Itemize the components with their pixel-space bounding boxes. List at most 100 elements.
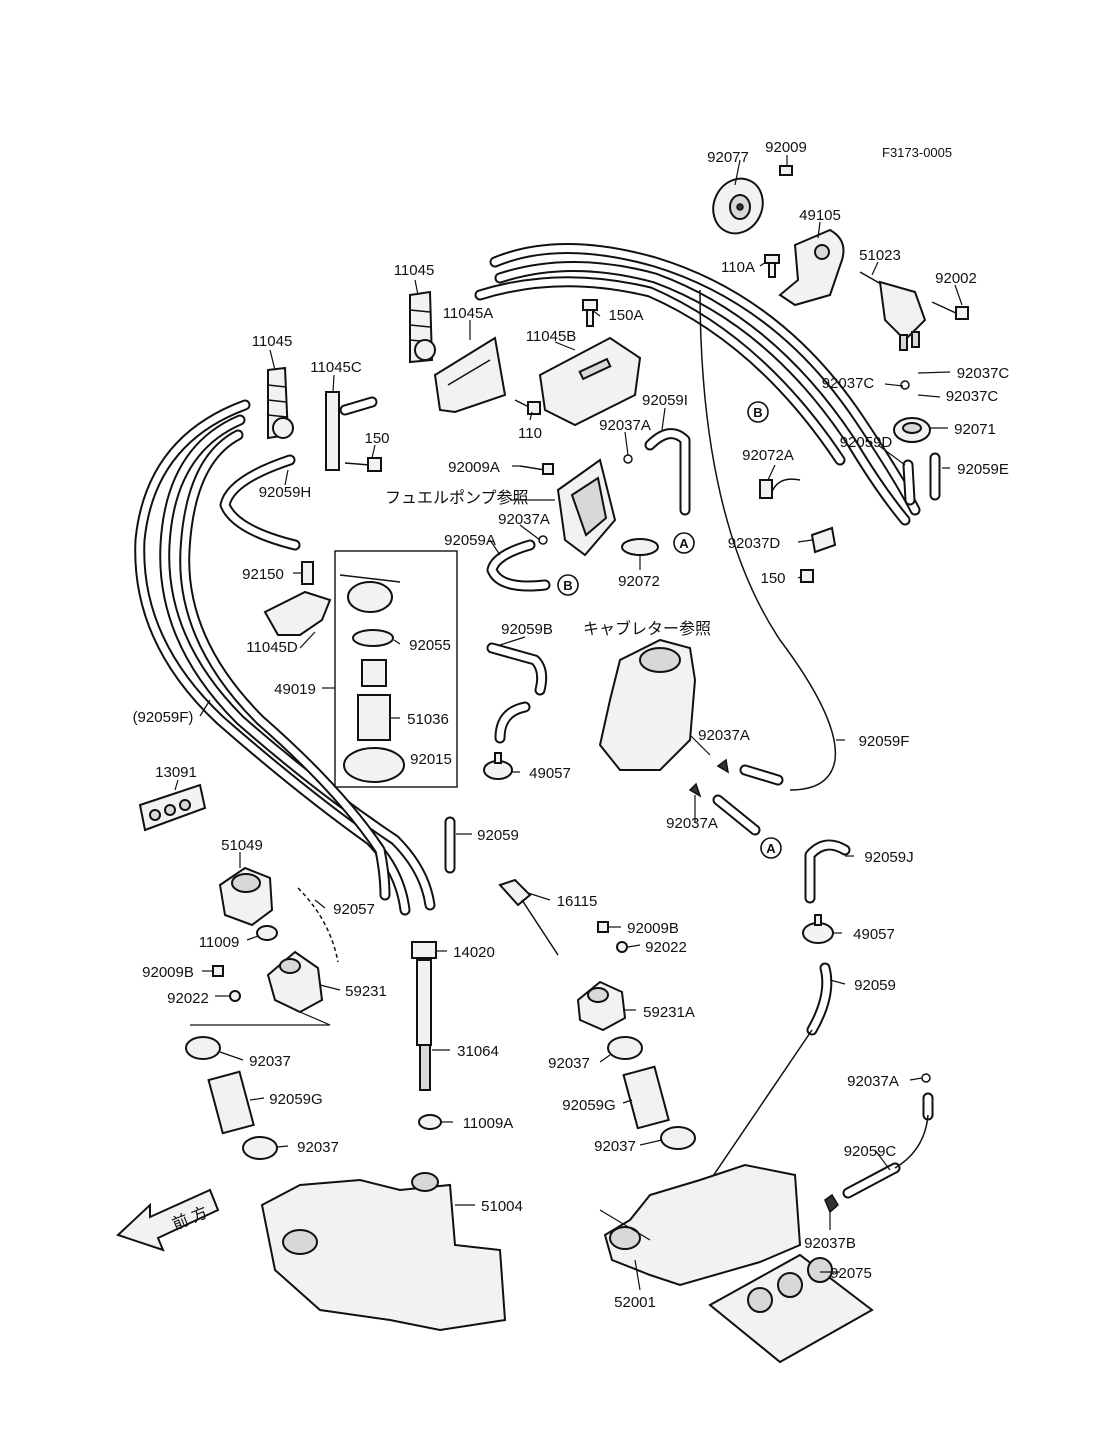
label-92071: 92071 (954, 421, 996, 438)
label-52001: 52001 (614, 1294, 656, 1311)
label-49019: 49019 (274, 681, 316, 698)
label-92059-left: 92059 (477, 827, 519, 844)
label-92037A-4: 92037A (666, 815, 718, 832)
part-fuel-pump (556, 458, 617, 557)
part-92072A-band (759, 478, 801, 499)
label-11045B: 11045B (526, 328, 577, 345)
part-13091-holder (138, 783, 207, 832)
part-92037A-clip-2 (538, 535, 548, 545)
label-92059E: 92059E (957, 461, 1009, 478)
part-52001-fuel-tank (603, 1163, 802, 1287)
label-49105: 49105 (799, 207, 841, 224)
part-92037D-fitting (810, 526, 837, 554)
part-92009B-screw-left (212, 965, 224, 977)
part-92057-chain (297, 887, 339, 963)
label-14020: 14020 (453, 944, 495, 961)
part-51023-valve (859, 271, 927, 351)
label-92002: 92002 (935, 270, 977, 287)
part-49057-check-valve-right (802, 914, 834, 944)
label-92009B-left: 92009B (142, 964, 194, 981)
diagram-code: F3173-0005 (882, 145, 952, 160)
label-92059-right: 92059 (854, 977, 896, 994)
part-92009-screw (779, 165, 793, 176)
part-11045D-bracket (263, 590, 332, 636)
label-92009: 92009 (765, 139, 807, 156)
part-59231-filler-neck (266, 950, 324, 1014)
part-31064-pickup (416, 959, 432, 1091)
label-92037-right-1: 92037 (548, 1055, 590, 1072)
svg-text:B: B (753, 405, 762, 420)
label-92072A: 92072A (742, 447, 794, 464)
part-49105-bracket (778, 228, 845, 307)
label-49057-left: 49057 (529, 765, 571, 782)
label-150A: 150A (608, 307, 643, 324)
part-51004-fuel-tank (260, 1172, 507, 1332)
part-49057-check-valve-left (483, 752, 513, 780)
part-92022-washer-right (616, 941, 628, 953)
label-92037A-5: 92037A (847, 1073, 899, 1090)
label-51004: 51004 (481, 1198, 523, 1215)
circle-ref-b-left: B (557, 574, 579, 596)
part-92037-clamp-2 (242, 1136, 278, 1160)
label-92037C-3: 92037C (946, 388, 999, 405)
leader-lines (174, 155, 963, 1291)
part-92009B-screw-right (597, 921, 609, 933)
part-14020-nut (411, 941, 437, 959)
label-92037-left-2: 92037 (297, 1139, 339, 1156)
label-92059F: 92059F (859, 733, 910, 750)
label-92037-right-2: 92037 (594, 1138, 636, 1155)
part-92022-washer-left (229, 990, 241, 1002)
part-150-bolt (344, 457, 382, 472)
part-92037A-clip-3 (716, 758, 730, 774)
part-49019-fuel-filter (334, 550, 458, 788)
label-92059H: 92059H (259, 484, 312, 501)
label-92059C: 92059C (844, 1143, 897, 1160)
front-direction-arrow: 前 方 (116, 1188, 220, 1252)
part-92037A-clip-4 (688, 782, 702, 798)
label-92059J: 92059J (864, 849, 913, 866)
part-11045-clamp-top (409, 290, 436, 364)
part-150-bolt-right (800, 569, 814, 583)
label-92059D: 92059D (840, 434, 893, 451)
part-92037C-clip (900, 380, 910, 390)
label-92059G-left: 92059G (269, 1091, 322, 1108)
part-92150-screw (301, 561, 314, 585)
fuel-pump-reference-note: フュエルポンプ参照 (385, 489, 529, 507)
part-11045A-bracket (433, 336, 507, 414)
label-59231A: 59231A (643, 1004, 695, 1021)
label-13091: 13091 (155, 764, 197, 781)
svg-text:B: B (563, 578, 572, 593)
label-92015: 92015 (410, 751, 452, 768)
part-92037A-clip-5 (921, 1073, 931, 1083)
label-11045C: 11045C (310, 359, 362, 376)
part-92002-screw (931, 301, 969, 320)
label-92059B: 92059B (501, 621, 553, 638)
part-92009A-screw (519, 463, 554, 475)
part-92037B-clip (824, 1193, 839, 1214)
label-11045-top: 11045 (394, 262, 435, 279)
label-51036: 51036 (407, 711, 449, 728)
label-92072: 92072 (618, 573, 660, 590)
hose-group (134, 243, 941, 1211)
part-92037-clamp-4 (660, 1126, 696, 1150)
label-59231: 59231 (345, 983, 387, 1000)
label-11045A: 11045A (443, 305, 494, 322)
part-110A-bolt (764, 254, 780, 278)
label-92037A-2: 92037A (498, 511, 550, 528)
label-49057-right: 49057 (853, 926, 895, 943)
label-92057: 92057 (333, 901, 375, 918)
label-11045D: 11045D (246, 639, 298, 656)
label-110: 110 (518, 425, 542, 442)
label-92055: 92055 (409, 637, 451, 654)
label-92037-left-1: 92037 (249, 1053, 291, 1070)
label-92059G-right: 92059G (562, 1097, 615, 1114)
part-92075-gasket-plate (708, 1253, 874, 1364)
label-92150: 92150 (242, 566, 284, 583)
part-11009-gasket (256, 925, 278, 941)
label-51049: 51049 (221, 837, 263, 854)
label-layer: F3173-0005 フュエルポンプ参照 キャブレター参照 92077 9200… (133, 139, 1010, 1311)
part-110-bolt (514, 399, 541, 415)
label-11045-left: 11045 (252, 333, 293, 350)
part-59231A-filler-neck (576, 980, 627, 1032)
